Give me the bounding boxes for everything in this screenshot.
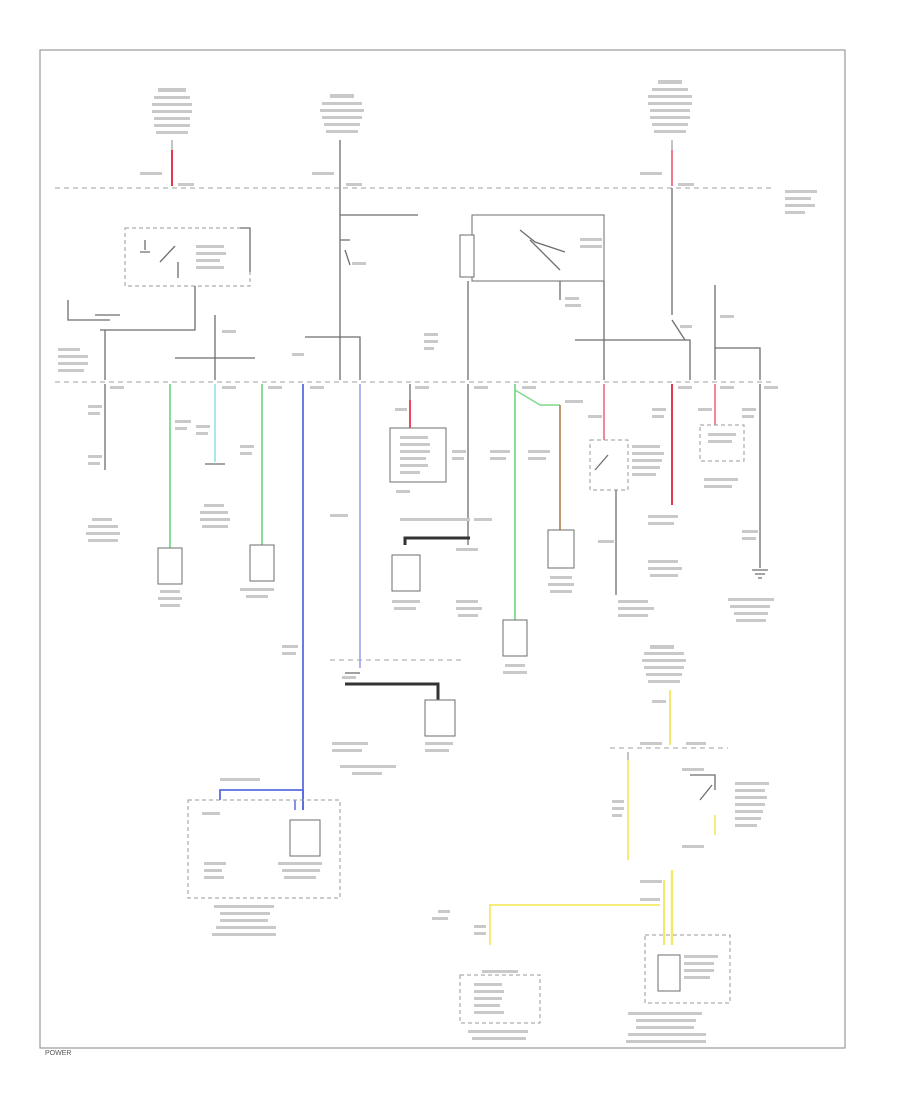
fuse-small-428 [424, 333, 438, 350]
branch-604-switch [588, 384, 664, 617]
branch-360-lightviolet [330, 384, 361, 668]
fuse-source-center [320, 94, 364, 186]
branch-410-module [389, 384, 447, 493]
switch-left [58, 300, 120, 380]
branch-515-green [490, 384, 560, 674]
relay-left [100, 227, 251, 331]
branch-262-green [240, 384, 275, 598]
fuse-source-right [648, 80, 692, 186]
relay-right-contacts [575, 188, 761, 380]
branch-303-blue [282, 384, 304, 810]
connector-middle [330, 659, 465, 775]
yellow-circuit-right [432, 645, 769, 945]
branch-215-lightblue [196, 384, 230, 528]
branch-468 [391, 384, 492, 617]
branch-560-brown [528, 400, 583, 593]
branch-170-green [157, 384, 191, 607]
power-distribution-box-left [187, 778, 341, 936]
branch-672-red [648, 384, 682, 577]
center-feed [292, 186, 418, 380]
module-bottom-center [459, 970, 541, 1040]
relay-center [459, 214, 605, 380]
fuse-source-left [152, 88, 192, 186]
branch-105 [86, 384, 120, 542]
branch-715-pink [698, 384, 745, 488]
corner-label: POWER [45, 1050, 71, 1057]
bus-junction-labels [110, 172, 778, 389]
power-distribution-box-right [626, 934, 731, 1043]
diagram-frame [39, 49, 846, 1049]
small-switch-215 [175, 315, 255, 380]
branch-760-ground [728, 384, 774, 622]
